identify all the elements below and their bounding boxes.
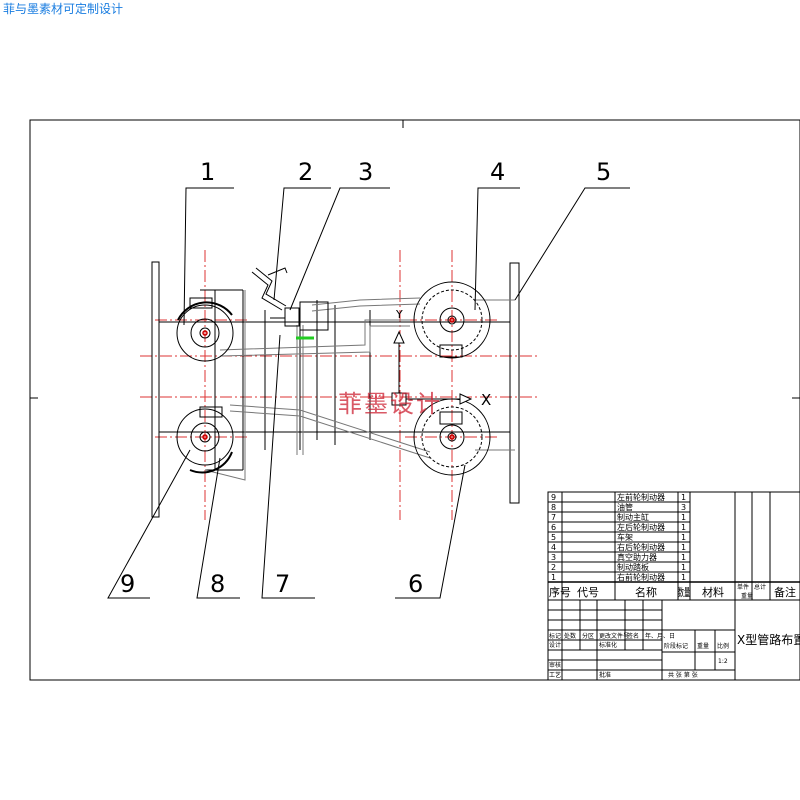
bom-no: 8 [551,503,556,512]
brake-pipes [204,290,515,481]
chassis-frame [151,261,520,518]
tb-sheets: 共 张 第 张 [668,671,698,679]
tb-change: 更改文件号 [599,632,629,640]
bom-header-remark: 备注 [774,585,796,599]
tb-count: 处数 [564,632,576,640]
bom-header-name: 名称 [635,585,657,599]
tb-stage: 阶段标记 [664,642,688,650]
bom-name: 制动主缸 [617,512,649,522]
bom-header-weight: 重量 [741,592,753,600]
axis-x-label: X [481,391,491,409]
callout-6: 6 [408,570,423,598]
bom-header-material: 材料 [702,585,724,599]
tb-mark: 标记 [549,632,561,640]
bom-qty: 1 [681,533,686,542]
bom-name: 车架 [617,532,633,542]
bom-name: 真空助力器 [617,552,657,562]
bom-no: 1 [551,573,556,582]
front-right-brake [176,297,234,362]
watermark-center: 菲墨设计 [338,390,442,418]
bom-qty: 1 [681,493,686,502]
callout-3: 3 [358,158,373,186]
bom-header-qty: 数量 [678,586,690,599]
watermark-text: 菲与墨素材可定制设计 [3,2,124,16]
callout-4: 4 [490,158,505,186]
bom-header-no: 序号 [549,585,571,599]
bom-no: 5 [551,533,556,542]
bom-name: 右前轮制动器 [617,572,665,582]
bom-qty: 1 [681,573,686,582]
tb-design: 设计 [549,641,561,649]
bom-no: 7 [551,513,556,522]
tb-scale: 比例 [717,642,729,650]
callout-9: 9 [120,570,135,598]
callout-2: 2 [298,158,313,186]
axis-arrows [393,330,473,405]
bom-no: 2 [551,563,556,572]
callout-7: 7 [275,570,290,598]
bom-no: 6 [551,523,556,532]
master-cylinder [270,301,329,331]
bom-no: 9 [551,493,556,502]
tb-weight: 重量 [697,642,709,650]
bom-name: 左前轮制动器 [617,492,665,502]
bom-name: 左后轮制动器 [617,522,665,532]
tb-standard: 标准化 [599,641,617,649]
tb-review: 审核 [549,661,561,669]
bom-qty: 3 [681,503,686,512]
callout-leaders [107,187,630,599]
rear-right-brake [413,281,491,359]
tb-sign: 签名 [627,632,639,640]
bom-header-unit: 单件 [737,583,749,591]
bom-no: 3 [551,553,556,562]
bom-header-code: 代号 [577,586,599,599]
callout-5: 5 [596,158,611,186]
tb-process: 工艺 [549,671,561,679]
bom-qty: 1 [681,523,686,532]
parts-list [547,491,800,601]
bom-header-total: 总计 [754,583,766,591]
tb-scale-value: 1:2 [718,658,728,665]
bom-no: 4 [551,543,556,552]
axis-y-label: Y [395,308,403,321]
wheel-centre-marks [202,317,455,440]
bom-qty: 1 [681,513,686,522]
drawing-title: X型管路布置 [737,632,800,647]
tb-approve: 批准 [599,671,611,679]
tb-zone: 分区 [582,632,594,640]
bom-qty: 1 [681,553,686,562]
title-block-text: 标记 处数 分区 更改文件号 签名 年、月、日 设计 标准化 阶段标记 重量 比… [549,632,800,679]
tb-date: 年、月、日 [645,632,675,640]
bom-name: 右后轮制动器 [617,542,665,552]
title-block [547,599,800,681]
parts-list-header: 序号 代号 名称 数量 材料 单件 总计 重量 备注 [549,583,796,600]
bom-qty: 1 [681,563,686,572]
callout-numbers: 1 2 3 4 5 6 7 8 9 [120,158,611,598]
callout-8: 8 [210,570,225,598]
callout-1: 1 [200,158,215,186]
bom-name: 制动踏板 [617,562,649,572]
bom-qty: 1 [681,543,686,552]
parts-list-rows: 9 左前轮制动器 1 8 油管 3 7 制动主缸 1 6 左后轮制动器 1 5 … [551,492,686,582]
bom-name: 油管 [617,502,633,512]
brake-pedal [251,267,288,311]
drawing-frame [29,119,800,681]
front-left-brake [176,406,234,474]
